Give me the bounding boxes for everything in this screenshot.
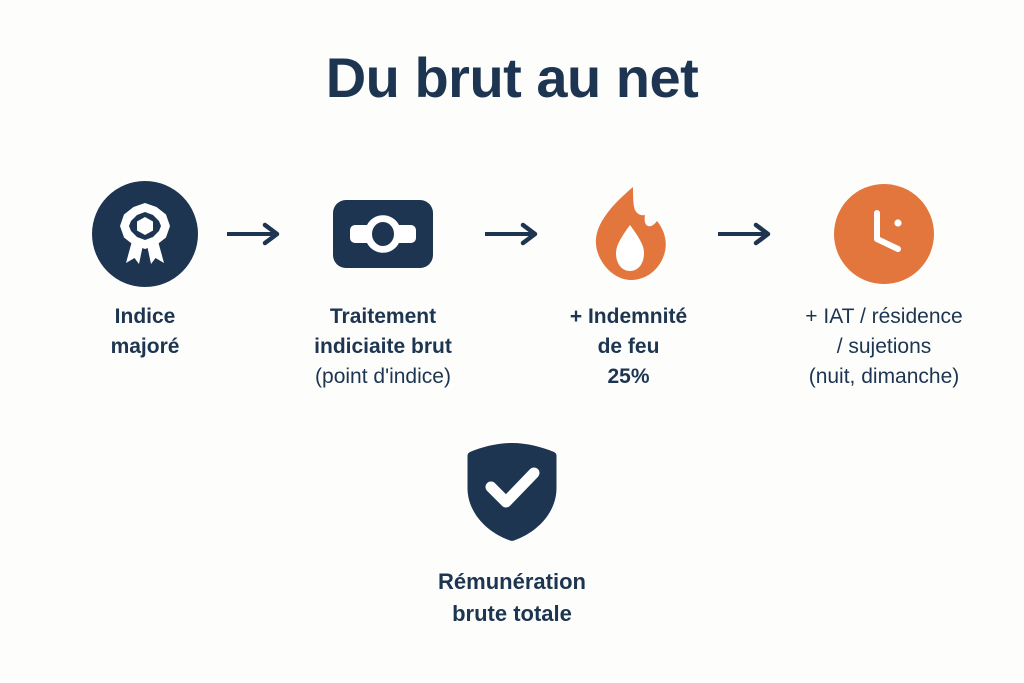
total-label-line-2: brute totale xyxy=(452,600,572,626)
flow-step-1-line-1: Indice xyxy=(114,305,176,328)
flow-step-4-icon-slot xyxy=(834,172,934,296)
flow-step-3-line-2: de feu xyxy=(597,334,660,358)
total-label: Rémunération brute totale xyxy=(438,566,586,630)
clock-icon-badge xyxy=(834,184,934,284)
flow-step-indemnite-de-feu: + Indemnité de feu 25% xyxy=(546,172,711,391)
arrow-right-icon xyxy=(485,222,538,246)
arrow-right-icon xyxy=(718,222,771,246)
flame-icon-badge xyxy=(584,184,674,284)
flow-step-3-label: + Indemnité de feu 25% xyxy=(570,302,687,391)
flow-step-iat-residence: + IAT / résidence / sujetions (nuit, dim… xyxy=(779,172,989,391)
award-medal-icon xyxy=(120,203,170,264)
shield-check-icon xyxy=(467,443,557,541)
flow-step-2-label: Traitement indiciaite brut (point d'indi… xyxy=(314,302,452,391)
flow-step-indice-majore: Indice majoré xyxy=(70,172,220,362)
flow-step-3-line-3: 25% xyxy=(607,364,650,388)
flow-step-traitement-indiciaire: Traitement indiciaite brut (point d'indi… xyxy=(288,172,478,391)
flow-step-4-line-3: (nuit, dimanche) xyxy=(808,364,960,388)
clock-icon xyxy=(874,210,902,252)
flow-step-1-label: Indice majoré xyxy=(111,302,180,362)
total-block: Rémunération brute totale xyxy=(0,440,1024,630)
flame-icon xyxy=(595,187,666,280)
arrow-right-icon xyxy=(227,222,280,246)
flow-arrow-3-slot xyxy=(711,172,779,296)
award-medal-icon-badge xyxy=(92,181,198,287)
flow-step-3-line-1: + Indemnité xyxy=(569,305,688,328)
page-title: Du brut au net xyxy=(325,46,699,109)
flow-step-4-label: + IAT / résidence / sujetions (nuit, dim… xyxy=(805,302,962,391)
banknote-icon-badge xyxy=(333,200,433,268)
flow-arrow-2-slot xyxy=(478,172,546,296)
flow-arrow-1-slot xyxy=(220,172,288,296)
flow-step-2-icon-slot xyxy=(333,172,433,296)
flow-step-1-line-2: majoré xyxy=(110,334,180,358)
flow-step-2-line-3: (point d'indice) xyxy=(315,364,451,388)
total-label-line-1: Rémunération xyxy=(438,569,586,594)
flow-step-2-line-1: Traitement xyxy=(329,305,437,328)
banknote-icon xyxy=(350,215,416,253)
flow-step-2-line-2: indiciaite brut xyxy=(314,334,452,358)
flow-step-1-icon-slot xyxy=(92,172,198,296)
flow-step-4-line-2: / sujetions xyxy=(836,334,932,358)
flow-step-4-line-1: + IAT / résidence xyxy=(805,305,963,328)
flow-row: Indice majoré Traitement xyxy=(70,172,970,391)
flow-step-3-icon-slot xyxy=(584,172,674,296)
